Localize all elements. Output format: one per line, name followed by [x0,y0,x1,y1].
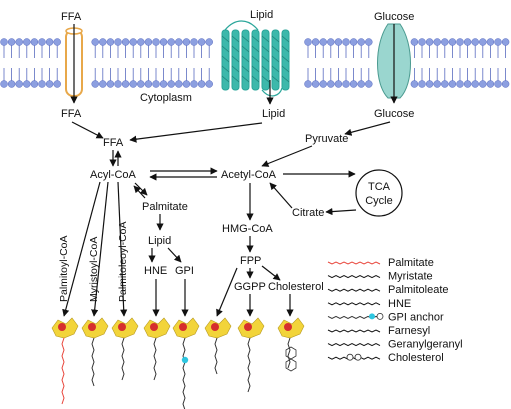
arrow-citrate-to-acetyl [269,182,293,209]
palmitoyl-coa-label: Palmitoyl-CoA [58,235,70,302]
acyl-coa-label: Acyl-CoA [90,169,137,181]
arrow-to-palmitoyl-protein [62,181,101,317]
lipidated-protein [111,317,139,381]
legend-label: Palmitate [388,257,434,269]
lipidated-protein [277,317,305,372]
arrow-to-palmitoleoyl-protein [117,181,128,317]
acetyl-coa-label: Acetyl-CoA [221,169,277,181]
lipid-top-label: Lipid [250,9,273,21]
arrow-ffa-to-center [71,121,104,139]
legend-item: Farnesyl [327,325,430,337]
legend-label: Cholesterol [388,352,444,364]
cytoplasm-label: Cytoplasm [140,92,192,104]
arrow-tca-to-citrate [325,207,357,216]
cholesterol-label: Cholesterol [268,281,324,293]
legend-label: Farnesyl [388,325,430,337]
legend-swatch [327,288,381,292]
lipidated-protein [172,317,200,409]
lipidated-protein [237,317,265,393]
legend-swatch [327,343,381,347]
ffa-center-label: FFA [103,137,124,149]
lipidated-protein [143,317,171,381]
glucose-top-label: Glucose [374,11,414,23]
palmitate-label: Palmitate [142,201,188,213]
gpi-label: GPI [175,265,194,277]
lipid-transporter [221,20,290,97]
ggpp-label: GGPP [234,281,266,293]
fpp-label: FPP [240,255,261,267]
arrow-fpp-to-protein [216,267,238,317]
arrow-palmitate-to-acyl [133,185,146,199]
citrate-label: Citrate [292,207,324,219]
arrow-lipid-to-gpi [167,247,182,263]
palmitoleoyl-coa-label: Palmitoleoyl-CoA [117,221,129,302]
hmg-coa-label: HMG-CoA [222,223,273,235]
lipidated-protein [81,317,109,387]
legend-item: HNE [327,298,411,310]
lipid-inside-label: Lipid [262,108,285,120]
legend-item: Geranylgeranyl [327,339,463,351]
legend-label: GPI anchor [388,311,444,323]
legend-item: GPI anchor [327,311,444,323]
legend-label: HNE [388,298,411,310]
legend-label: Myristate [388,271,433,283]
legend-swatch [327,329,381,333]
arrow-fpp-to-cholesterol [261,265,281,281]
modified-proteins-row [51,317,305,409]
arrow-glucose-to-pyruvate [344,121,391,136]
legend-swatch [327,356,381,360]
legend-swatch [327,302,381,306]
arrow-to-myristoyl-protein [91,181,109,317]
tca-label: TCA [368,181,391,193]
lipidated-protein [204,317,232,375]
myristoyl-coa-label: Myristoyl-CoA [88,237,100,302]
legend-swatch [327,275,381,279]
glucose-inside-label: Glucose [374,108,414,120]
legend-label: Geranylgeranyl [388,339,463,351]
legend-label: Palmitoleate [388,284,449,296]
tca-cycle-circle [355,169,403,217]
arrow-lipid-to-ffa [129,122,263,143]
legend-item: Myristate [327,271,433,283]
gpi-dot-icon [369,313,375,320]
legend-item: Palmitoleate [327,284,449,296]
hne-label: HNE [144,265,167,277]
ffa-top-label: FFA [61,11,82,23]
legend-item: Palmitate [327,257,434,269]
lipid-mid-label: Lipid [148,235,171,247]
lipidated-protein [51,317,79,405]
legend-swatch [327,261,381,265]
arrow-pyruvate-to-acetyl [261,145,313,167]
pyruvate-label: Pyruvate [305,133,348,145]
cycle-label: Cycle [365,195,393,207]
ffa-inside-label: FFA [61,108,82,120]
legend-item: Cholesterol [327,352,444,364]
